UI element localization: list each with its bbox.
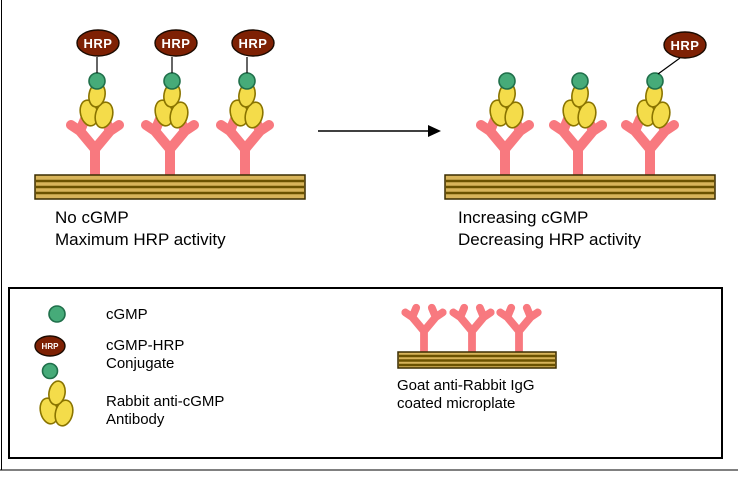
legend-box <box>8 287 723 459</box>
goat-anti-rabbit-igg-icon <box>481 119 529 179</box>
left-caption-line2: Maximum HRP activity <box>55 230 226 249</box>
hrp-enzyme-icon <box>76 29 120 57</box>
cgmp-icon <box>498 72 516 90</box>
complex-with-hrp-3: HRP <box>221 29 275 179</box>
cgmp-icon <box>88 72 106 90</box>
goat-anti-rabbit-igg-icon <box>453 308 490 355</box>
legend-label-conjugate-1: cGMP-HRP <box>106 337 184 354</box>
cgmp-icon <box>571 72 589 90</box>
goat-anti-rabbit-igg-icon <box>71 119 119 179</box>
left-caption-line1: No cGMP <box>55 208 129 227</box>
cgmp-icon <box>163 72 181 90</box>
legend-item-microplate: Goat anti-Rabbit IgG coated microplate <box>397 308 557 412</box>
legend-label-cgmp: cGMP <box>106 306 148 323</box>
complex-with-hrp-right: HRP <box>626 31 707 179</box>
legend-item-antibody: Rabbit anti-cGMP Antibody <box>36 378 224 429</box>
rabbit-anti-cgmp-antibody-icon <box>36 378 77 429</box>
legend-item-conjugate: HRP cGMP-HRP Conjugate <box>34 335 184 380</box>
legend-label-antibody-2: Antibody <box>106 411 165 428</box>
cgmp-icon <box>238 72 256 90</box>
goat-anti-rabbit-igg-icon <box>554 119 602 179</box>
hrp-enzyme-icon <box>154 29 198 57</box>
complex-with-hrp-1: HRP <box>71 29 120 179</box>
goat-anti-rabbit-igg-icon <box>221 119 269 179</box>
hrp-text: HRP <box>84 36 113 51</box>
complex-free-cgmp-1 <box>481 72 529 179</box>
microplate-left <box>34 174 306 200</box>
microplate-stripes <box>36 179 304 195</box>
goat-anti-rabbit-igg-icon <box>146 119 194 179</box>
hrp-text: HRP <box>239 36 268 51</box>
arrow-head <box>428 125 441 137</box>
complex-free-cgmp-2 <box>554 72 602 179</box>
conjugate-linker <box>657 57 681 75</box>
goat-anti-rabbit-igg-icon <box>405 308 442 355</box>
complex-with-hrp-2: HRP <box>146 29 198 179</box>
legend-label-conjugate-2: Conjugate <box>106 355 174 372</box>
legend: cGMP HRP cGMP-HRP Conjugate Rabbit anti-… <box>8 287 723 459</box>
hrp-text: HRP <box>162 36 191 51</box>
hrp-enzyme-icon <box>34 335 66 357</box>
cgmp-icon <box>48 305 66 323</box>
microplate-stripes <box>446 179 714 195</box>
right-caption-line1: Increasing cGMP <box>458 208 588 227</box>
hrp-text: HRP <box>42 342 60 351</box>
legend-label-microplate-2: coated microplate <box>397 395 515 412</box>
legend-label-microplate-1: Goat anti-Rabbit IgG <box>397 377 535 394</box>
reaction-arrow <box>318 125 441 137</box>
microplate-right <box>444 174 716 200</box>
hrp-enzyme-icon <box>663 31 707 59</box>
panel-no-cgmp: HRP HRP HRP No cGMP Maximum HRP activity <box>34 29 306 249</box>
microplate-stripes <box>399 354 555 367</box>
goat-anti-rabbit-igg-icon <box>626 119 674 179</box>
right-caption-line2: Decreasing HRP activity <box>458 230 641 249</box>
hrp-text: HRP <box>671 38 700 53</box>
cgmp-icon <box>41 362 59 380</box>
panel-increasing-cgmp: HRP Increasing cGMP Decreasing HRP activ… <box>444 31 716 249</box>
hrp-enzyme-icon <box>231 29 275 57</box>
goat-anti-rabbit-igg-icon <box>500 308 537 355</box>
legend-item-cgmp: cGMP <box>48 305 148 323</box>
legend-label-antibody-1: Rabbit anti-cGMP <box>106 393 224 410</box>
cgmp-icon <box>646 72 664 90</box>
